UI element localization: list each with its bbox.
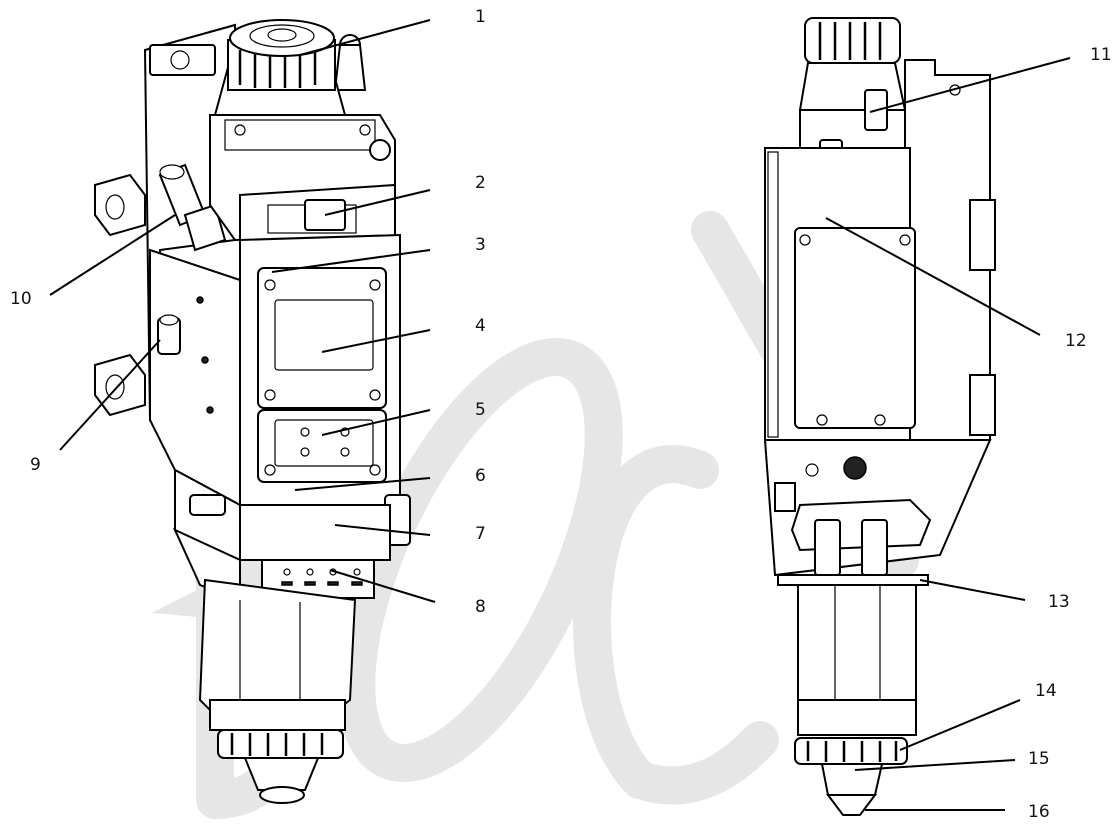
callout-16: 16 (1028, 802, 1050, 822)
callout-7: 7 (475, 524, 486, 544)
left-leader-lines (49, 19, 436, 603)
right-leader-lines (825, 57, 1071, 811)
right-callouts: 11 12 13 14 15 16 (1028, 45, 1112, 822)
callout-9: 9 (30, 455, 41, 475)
callout-10: 10 (10, 289, 32, 309)
callout-13: 13 (1048, 592, 1070, 612)
callout-11: 11 (1090, 45, 1112, 65)
callout-4: 4 (475, 316, 486, 336)
right-head-drawing (763, 17, 996, 816)
callout-1: 1 (475, 7, 486, 27)
callout-5: 5 (475, 400, 486, 420)
callout-2: 2 (475, 173, 486, 193)
callout-3: 3 (475, 235, 486, 255)
callout-14: 14 (1035, 681, 1057, 701)
callout-15: 15 (1028, 749, 1050, 769)
callout-12: 12 (1065, 331, 1087, 351)
callout-8: 8 (475, 597, 486, 617)
left-head-drawing (94, 19, 411, 804)
callout-6: 6 (475, 466, 486, 486)
left-callouts: 1 2 3 4 5 6 7 8 9 10 (10, 7, 486, 617)
